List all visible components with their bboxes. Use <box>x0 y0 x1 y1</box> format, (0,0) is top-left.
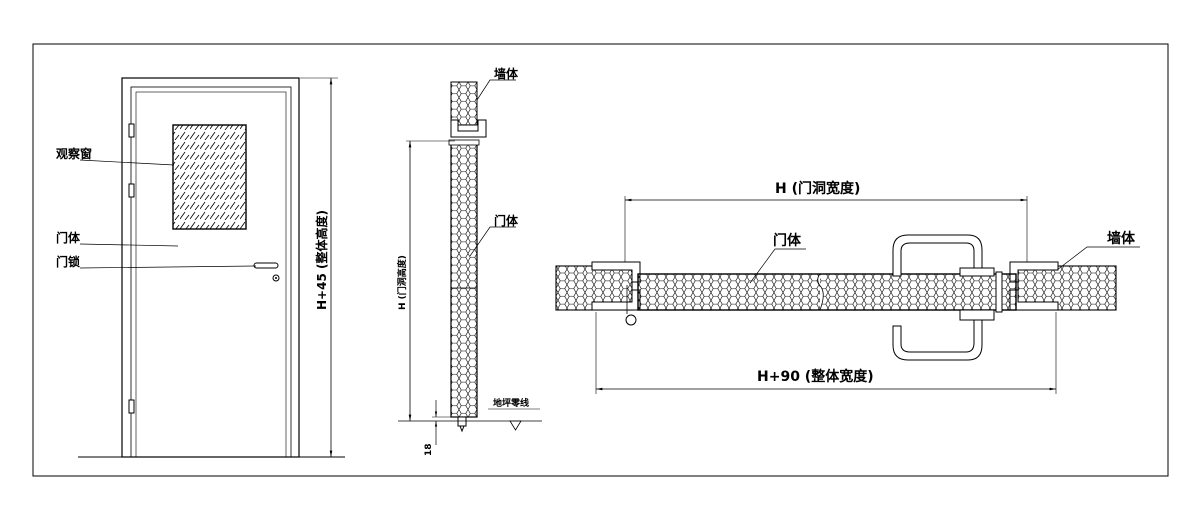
label-wall: 墙体 <box>494 66 519 81</box>
label-door-lock: 门锁 <box>56 254 80 269</box>
label-door-body: 门体 <box>56 230 81 245</box>
dim-opening-height: H (门洞高度) <box>396 255 408 310</box>
plan-view: H (门洞宽度) H+90 (整体宽度) 门体 墙体 <box>555 180 1140 394</box>
wall-section <box>450 81 478 126</box>
dim-total-height: H+45 (整体高度) <box>314 210 329 310</box>
lever-handle <box>253 262 279 269</box>
hinge-pin <box>625 314 637 326</box>
label-door-body: 门体 <box>773 232 802 249</box>
door-body-section <box>450 141 478 418</box>
hinge-middle <box>128 183 135 198</box>
side-section: 墙体 门体 地坪零线 H (门洞高度) 18 <box>396 66 542 456</box>
label-wall: 墙体 <box>1107 230 1136 247</box>
pull-handle-lower <box>892 319 983 361</box>
label-floor-datum: 地坪零线 <box>493 397 529 409</box>
door-leaf-section <box>637 273 1017 311</box>
dim-opening-width: H (门洞宽度) <box>775 180 860 197</box>
dim-gap-18: 18 <box>424 443 434 456</box>
label-observation-window: 观察窗 <box>56 146 92 161</box>
hinge-bottom <box>128 399 135 414</box>
door-bottom-seal <box>457 416 467 427</box>
label-door-body: 门体 <box>494 213 519 228</box>
hinge-top <box>128 123 135 138</box>
drawing-frame <box>32 43 1169 477</box>
observation-window <box>172 124 247 230</box>
front-view: 观察窗 门体 门锁 H+45 (整体高度) <box>56 77 345 458</box>
dim-total-width: H+90 (整体宽度) <box>757 368 874 385</box>
